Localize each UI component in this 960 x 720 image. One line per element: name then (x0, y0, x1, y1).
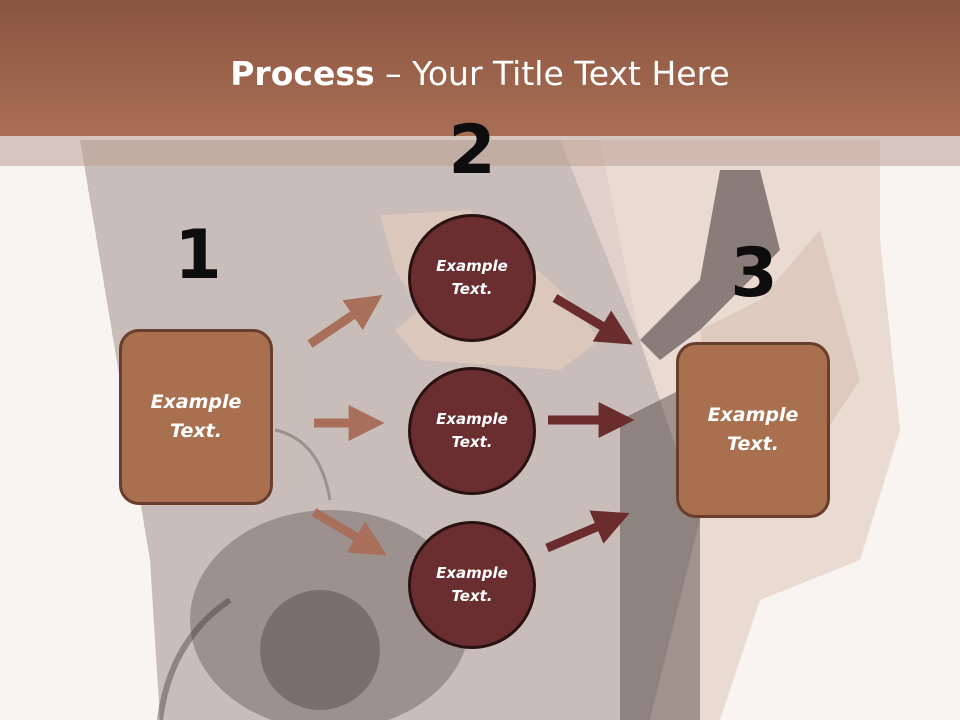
circle-middle-text: Example Text. (436, 410, 508, 451)
box-step-1[interactable]: Example Text. (119, 329, 273, 505)
arrow-to-bottom (311, 508, 387, 556)
title-band (0, 0, 960, 136)
arrow-from-bottom (545, 510, 630, 553)
step-number-1: 1 (174, 216, 222, 295)
title-bold: Process (230, 54, 375, 93)
step-number-3: 3 (730, 234, 778, 313)
arrow-from-top (552, 294, 633, 345)
title-strip (0, 136, 960, 166)
box-step-1-text: Example Text. (150, 391, 242, 442)
circle-bottom[interactable]: Example Text. (408, 521, 536, 649)
circle-top[interactable]: Example Text. (408, 214, 536, 342)
arrow-to-top (307, 294, 383, 348)
step-number-2: 2 (448, 111, 496, 190)
circle-middle[interactable]: Example Text. (408, 367, 536, 495)
box-step-3[interactable]: Example Text. (676, 342, 830, 518)
slide-title[interactable]: Process – Your Title Text Here (0, 54, 960, 94)
circle-top-text: Example Text. (436, 257, 508, 298)
circle-bottom-text: Example Text. (436, 564, 508, 605)
title-rest: – Your Title Text Here (374, 54, 730, 93)
box-step-3-text: Example Text. (707, 404, 799, 455)
